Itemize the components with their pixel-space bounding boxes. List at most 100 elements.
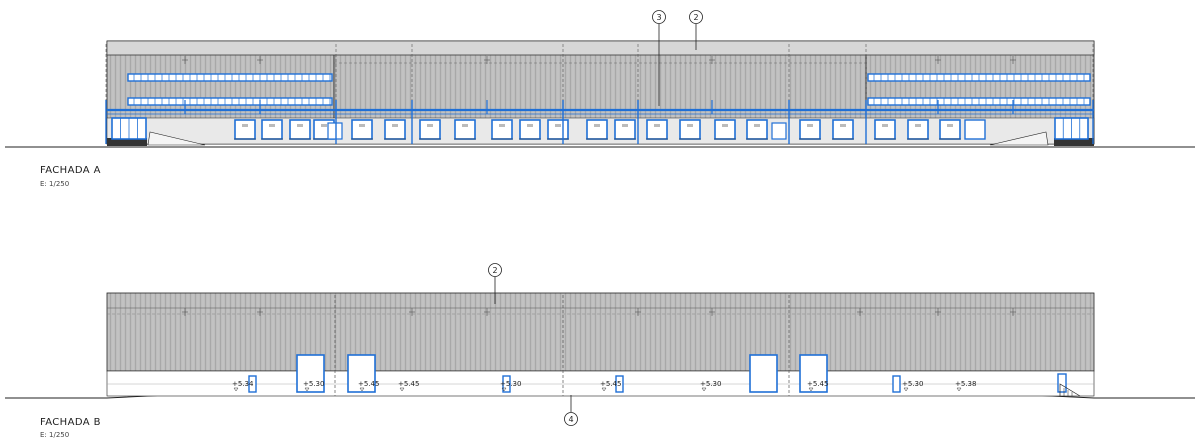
facade-a-dock-doors bbox=[111, 117, 1089, 140]
dock-door bbox=[799, 119, 821, 140]
large-door bbox=[799, 354, 828, 393]
dock-door bbox=[614, 119, 636, 140]
facade-a-pillars bbox=[105, 44, 1094, 144]
dock-door-sign bbox=[297, 124, 303, 127]
dock-door-sign bbox=[499, 124, 505, 127]
facade-b-wall bbox=[106, 292, 1095, 372]
dock-door bbox=[547, 119, 569, 140]
dock-door bbox=[351, 119, 373, 140]
dock-door bbox=[714, 119, 736, 140]
facade-b-callout-4 bbox=[564, 412, 578, 426]
facade-b: +5.34 +5.30 +5.45 +5.45 +5.30 +5.45 +5.30 +5.45… bbox=[5, 263, 1195, 426]
facade-b-level-markers: +5.34 +5.30 +5.45 +5.45 +5.30 +5.45 +5.30 +5.45… bbox=[232, 380, 976, 392]
service-door bbox=[327, 122, 343, 140]
dock-door bbox=[384, 119, 406, 140]
dock-door bbox=[832, 119, 854, 140]
dock-door-sign bbox=[622, 124, 628, 127]
dock-door-sign bbox=[754, 124, 760, 127]
dock-door-sign bbox=[321, 124, 327, 127]
facade-a-left-ramp bbox=[147, 131, 206, 146]
facade-a-right-ramp bbox=[989, 131, 1049, 146]
large-door bbox=[347, 354, 376, 393]
facade-a-window-rows bbox=[127, 73, 1091, 106]
level-marker-label: +5.30 bbox=[303, 380, 324, 388]
dock-door-sign bbox=[882, 124, 888, 127]
level-marker-triangle bbox=[501, 387, 507, 392]
dock-door-sign bbox=[687, 124, 693, 127]
dock-door-sign bbox=[359, 124, 365, 127]
dock-door-sign bbox=[242, 124, 248, 127]
level-marker-label: +5.38 bbox=[955, 380, 976, 388]
level-marker-label: +5.30 bbox=[500, 380, 521, 388]
facade-b-doors bbox=[248, 354, 1067, 393]
facade-a-callout-3-label: 3 bbox=[656, 13, 661, 22]
level-marker-label: +5.34 bbox=[232, 380, 254, 388]
dock-door-sign bbox=[722, 124, 728, 127]
facade-a-title: FACHADA A bbox=[40, 165, 101, 176]
dock-door-sign bbox=[392, 124, 398, 127]
level-marker-triangle bbox=[956, 387, 962, 392]
level-marker-label: +5.45 bbox=[807, 380, 828, 388]
personnel-door bbox=[248, 375, 257, 393]
facade-b-callout-2 bbox=[488, 263, 502, 277]
dock-door bbox=[679, 119, 701, 140]
level-marker-label: +5.30 bbox=[700, 380, 721, 388]
facade-a-parapet bbox=[106, 40, 1095, 56]
personnel-door bbox=[1057, 373, 1067, 393]
level-marker-triangle bbox=[808, 387, 814, 392]
dock-door bbox=[646, 119, 668, 140]
level-marker-label: +5.45 bbox=[600, 380, 621, 388]
facade-a-scale: E: 1/250 bbox=[40, 180, 70, 188]
dock-door bbox=[874, 119, 896, 140]
dock-door-sign bbox=[594, 124, 600, 127]
dock-door bbox=[289, 119, 311, 140]
personnel-door bbox=[615, 375, 624, 393]
personnel-door bbox=[892, 375, 901, 393]
dock-door-sign bbox=[840, 124, 846, 127]
facade-b-scale: E: 1/250 bbox=[40, 431, 70, 439]
facade-b-title: FACHADA B bbox=[40, 417, 101, 428]
level-marker-triangle bbox=[233, 387, 239, 392]
facade-a: 3 2 bbox=[5, 10, 1195, 148]
dock-door bbox=[261, 119, 283, 140]
dock-door bbox=[454, 119, 476, 140]
large-door bbox=[749, 354, 778, 393]
level-marker-label: +5.45 bbox=[398, 380, 419, 388]
level-marker-triangle bbox=[903, 387, 909, 392]
level-marker-triangle bbox=[304, 387, 310, 392]
dock-door bbox=[939, 119, 961, 140]
dock-door-sign bbox=[915, 124, 921, 127]
facade-a-callout-3 bbox=[652, 10, 666, 24]
level-marker-triangle bbox=[601, 387, 607, 392]
office-window-strip bbox=[127, 73, 333, 82]
dock-door bbox=[746, 119, 768, 140]
dock-door bbox=[234, 119, 256, 140]
facade-b-plinth bbox=[106, 370, 1095, 397]
dock-door-sign bbox=[947, 124, 953, 127]
personnel-door bbox=[502, 375, 511, 393]
dock-door-sign bbox=[555, 124, 561, 127]
dock-door-sign bbox=[462, 124, 468, 127]
level-marker-label: +5.45 bbox=[358, 380, 379, 388]
dock-door bbox=[419, 119, 441, 140]
level-marker-triangle bbox=[399, 387, 405, 392]
level-marker-triangle bbox=[359, 387, 365, 392]
dock-door bbox=[907, 119, 929, 140]
facade-b-stairs bbox=[1059, 383, 1081, 397]
service-door bbox=[771, 122, 787, 140]
dock-door-sign bbox=[269, 124, 275, 127]
level-marker-triangle bbox=[701, 387, 707, 392]
level-marker-label: +5.30 bbox=[902, 380, 923, 388]
dock-door bbox=[519, 119, 541, 140]
large-door bbox=[296, 354, 325, 393]
dock-door bbox=[491, 119, 513, 140]
dock-door-sign bbox=[654, 124, 660, 127]
facade-a-callout-2-label: 2 bbox=[693, 13, 698, 22]
dock-door bbox=[586, 119, 608, 140]
dock-door-sign bbox=[427, 124, 433, 127]
dock-door-sign bbox=[807, 124, 813, 127]
dock-door-sign bbox=[527, 124, 533, 127]
facade-b-callout-4-label: 4 bbox=[568, 415, 573, 424]
service-door bbox=[964, 119, 986, 140]
